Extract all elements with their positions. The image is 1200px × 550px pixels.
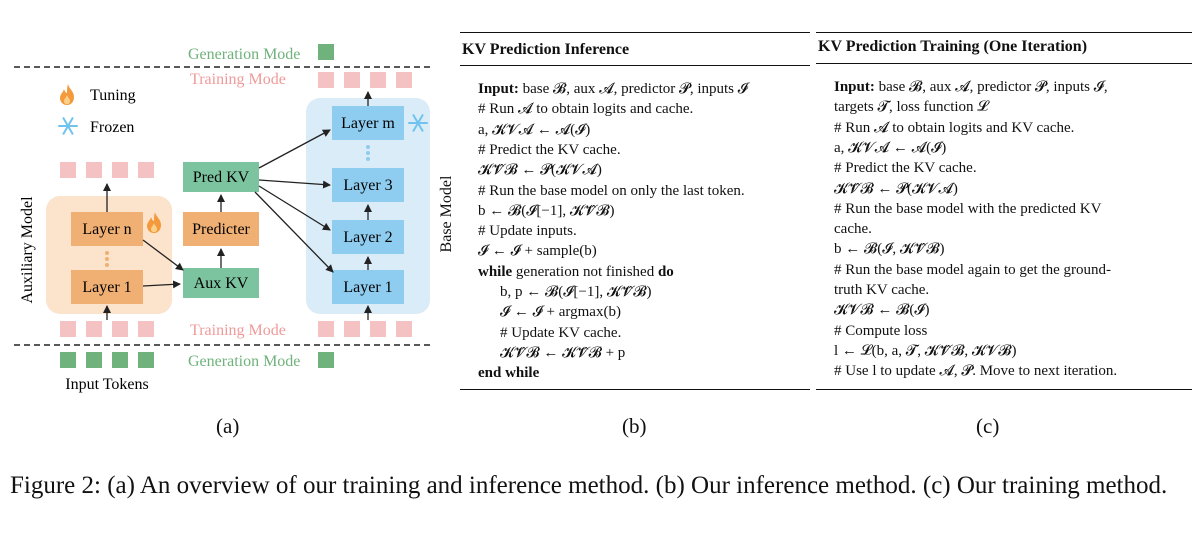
- snowflake-icon: [408, 114, 428, 132]
- inference-line: 𝓚𝓥̂𝓑 ← 𝓟(𝓚𝓥𝓐): [478, 162, 602, 179]
- inference-line: 𝓘 ← 𝓘 + sample(b): [478, 243, 597, 260]
- predkv-to-layer-1-arrow: [254, 191, 334, 273]
- base-layer-3-label: Layer 3: [343, 177, 392, 194]
- inference-line: b ← 𝓑(𝓘[−1], 𝓚𝓥̂𝓑): [478, 202, 615, 219]
- base-layer-m-box: [332, 106, 404, 140]
- predkv-to-layer-3-arrow: [258, 179, 331, 189]
- snowflake-icon: [58, 117, 78, 135]
- base-layer-2-box: [332, 220, 404, 254]
- base-output-tokens: [318, 72, 412, 88]
- pred-kv-label: Pred KV: [193, 169, 250, 186]
- training-line: cache.: [834, 221, 872, 238]
- inference-line: # Predict the KV cache.: [478, 141, 621, 158]
- base-model-label: Base Model: [438, 175, 455, 253]
- generation-mode-swatch-top: [318, 44, 334, 60]
- generation-mode-label-top: Generation Mode: [188, 46, 300, 63]
- training-line: 𝓚𝓥̂𝓑 ← 𝓟(𝓚𝓥𝓐): [834, 180, 958, 197]
- training-mode-label-bottom: Training Mode: [190, 322, 286, 339]
- training-line: a, 𝓚𝓥𝓐 ← 𝓐(𝓘): [834, 139, 947, 156]
- inference-line: a, 𝓚𝓥𝓐 ← 𝓐(𝓘): [478, 121, 591, 138]
- input-green-tokens: [60, 352, 154, 368]
- training-line: Input: base 𝓑, aux 𝓐, predictor 𝓟, input…: [834, 79, 1108, 95]
- training-title: KV Prediction Training (One Iteration): [818, 38, 1088, 55]
- base-layer-3-box: [332, 168, 404, 202]
- auxiliary-model-label: Auxiliary Model: [19, 196, 36, 304]
- training-line: # Run the base model with the predicted …: [834, 200, 1102, 217]
- flame-icon: [60, 84, 74, 105]
- inference-line: 𝓚𝓥̂𝓑 ← 𝓚𝓥̂𝓑 + p: [500, 344, 626, 361]
- training-line: 𝓚𝓥𝓑 ← 𝓑(𝓘): [834, 302, 930, 319]
- aux-kv-label: Aux KV: [194, 275, 249, 292]
- training-algorithm: KV Prediction Training (One Iteration) I…: [816, 0, 1192, 400]
- aux-layer-ellipsis: [105, 251, 109, 267]
- aux-kv-box: [183, 268, 259, 298]
- base-layer-1-box: [332, 270, 404, 304]
- pred-kv-box: [183, 162, 259, 192]
- training-line: targets 𝓣, loss function 𝓛: [834, 99, 989, 116]
- training-mode-label-top: Training Mode: [190, 71, 286, 88]
- predkv-to-layer-2-arrow: [258, 185, 331, 231]
- inference-algorithm: KV Prediction Inference Input: base 𝓑, a…: [460, 0, 810, 400]
- layern-to-auxkv-arrow: [142, 239, 184, 271]
- training-line: truth KV cache.: [834, 282, 930, 298]
- base-layer-2-label: Layer 2: [343, 229, 392, 246]
- inference-title: KV Prediction Inference: [462, 41, 630, 58]
- inference-line: # Update inputs.: [478, 223, 577, 240]
- legend-frozen-label: Frozen: [90, 119, 134, 136]
- training-line: # Use l to update 𝓐, 𝓟. Move to next ite…: [834, 363, 1118, 380]
- inference-line: while generation not finished do: [478, 263, 674, 280]
- generation-mode-label-bottom: Generation Mode: [188, 353, 300, 370]
- aux-layer-1-label: Layer 1: [82, 279, 131, 296]
- aux-input-pink-tokens: [60, 321, 154, 337]
- overview-diagram: Generation Mode Training Mode Tuning Fro…: [14, 44, 430, 393]
- aux-layer-n-box: [71, 212, 143, 246]
- predicter-box: [183, 212, 259, 246]
- training-line: # Run the base model again to get the gr…: [834, 261, 1112, 278]
- inference-line: Input: base 𝓑, aux 𝓐, predictor 𝓟, input…: [478, 81, 748, 97]
- inference-line: # Update KV cache.: [500, 324, 622, 341]
- training-line: # Compute loss: [834, 322, 928, 339]
- base-layer-m-label: Layer m: [341, 115, 395, 132]
- training-line: # Predict the KV cache.: [834, 160, 977, 177]
- base-layer-1-label: Layer 1: [343, 279, 392, 296]
- predkv-to-layer-m-arrow: [258, 129, 331, 169]
- inference-line: end while: [478, 365, 540, 382]
- figure-caption: Figure 2: (a) An overview of our trainin…: [10, 472, 1168, 499]
- input-tokens-label: Input Tokens: [65, 376, 148, 393]
- generation-mode-swatch-bottom: [318, 352, 334, 368]
- inference-line: # Run 𝓐 to obtain logits and cache.: [478, 101, 694, 118]
- training-line: l ← 𝓛(b, a, 𝓣, 𝓚𝓥̂𝓑, 𝓚𝓥𝓑): [834, 342, 1017, 359]
- aux-output-tokens: [60, 162, 154, 178]
- layer1-to-auxkv-arrow: [142, 280, 181, 289]
- sublabel-c: (c): [976, 414, 1000, 438]
- base-input-pink-tokens: [318, 321, 412, 337]
- predicter-label: Predicter: [192, 221, 250, 238]
- training-line: b ← 𝓑(𝓘, 𝓚𝓥̂𝓑): [834, 241, 945, 258]
- training-line: # Run 𝓐 to obtain logits and KV cache.: [834, 119, 1075, 136]
- inference-line: b, p ← 𝓑(𝓘[−1], 𝓚𝓥̂𝓑): [500, 284, 652, 300]
- base-layer-ellipsis: [366, 145, 370, 161]
- sublabel-b: (b): [622, 414, 647, 438]
- flame-icon: [147, 212, 161, 233]
- legend-tuning-label: Tuning: [90, 87, 136, 104]
- aux-layer-1-box: [71, 270, 143, 304]
- sublabel-a: (a): [216, 414, 240, 438]
- inference-line: 𝓘 ← 𝓘 + argmax(b): [500, 304, 621, 321]
- aux-layer-n-label: Layer n: [82, 221, 131, 238]
- inference-line: # Run the base model on only the last to…: [478, 182, 745, 199]
